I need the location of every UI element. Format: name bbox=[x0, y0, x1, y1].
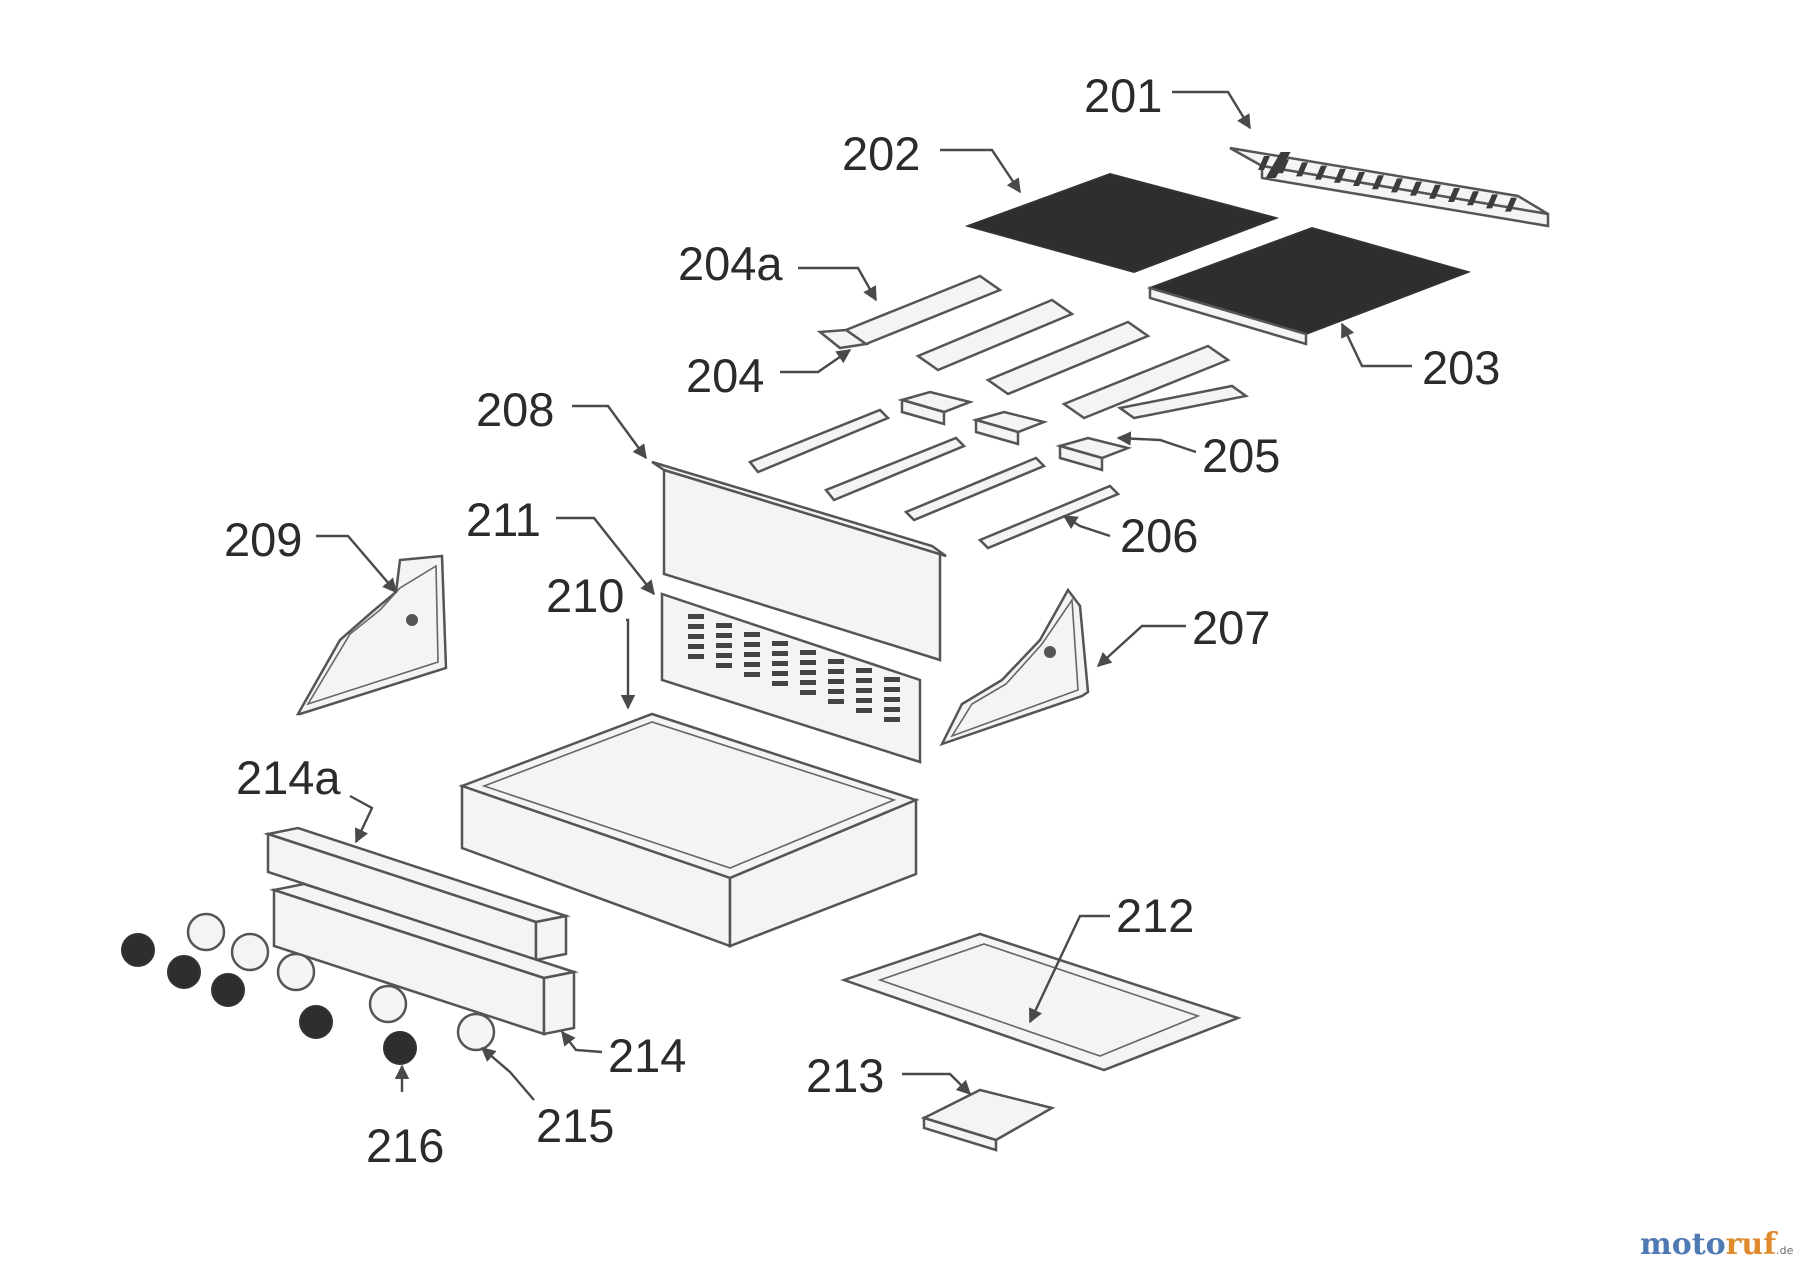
part-203-cooking-grate bbox=[1146, 226, 1472, 346]
label-214a: 214a bbox=[236, 751, 341, 804]
vent-slot bbox=[884, 697, 900, 702]
rack-slat bbox=[1429, 184, 1441, 199]
vent-slot bbox=[884, 717, 900, 722]
vent-slot bbox=[828, 659, 844, 664]
part-205-heat-shields bbox=[897, 390, 1133, 472]
watermark-part2: ruf bbox=[1726, 1227, 1779, 1262]
part-201-warming-rack bbox=[1229, 146, 1550, 228]
part-210-firebox bbox=[458, 712, 920, 948]
vent-slot bbox=[688, 644, 704, 649]
vent-slot bbox=[772, 671, 788, 676]
vent-slot bbox=[828, 669, 844, 674]
label-213: 213 bbox=[806, 1049, 884, 1102]
part-202-cooking-grate bbox=[964, 172, 1280, 274]
rack-slat bbox=[1258, 156, 1270, 170]
vent-slot bbox=[688, 624, 704, 629]
vent-slot bbox=[744, 632, 760, 637]
vent-slot bbox=[884, 707, 900, 712]
part-212-grease-tray bbox=[840, 932, 1242, 1072]
label-210: 210 bbox=[546, 569, 624, 622]
vent-slot bbox=[828, 689, 844, 694]
rack-slat bbox=[1296, 162, 1308, 177]
vent-slot bbox=[800, 680, 816, 685]
part-213-drip-cup bbox=[920, 1088, 1056, 1152]
vent-slot bbox=[688, 614, 704, 619]
part-208-rear-panel bbox=[651, 460, 947, 662]
label-203: 203 bbox=[1422, 341, 1500, 394]
label-204: 204 bbox=[686, 349, 764, 402]
rack-slats bbox=[1258, 156, 1517, 212]
watermark-logo: motoruf.de bbox=[1640, 1227, 1794, 1262]
rack-slat bbox=[1353, 172, 1365, 186]
rack-slat bbox=[1391, 178, 1403, 193]
label-206: 206 bbox=[1120, 509, 1198, 562]
vent-slot bbox=[800, 650, 816, 655]
vent-slot bbox=[744, 672, 760, 677]
vent-slot bbox=[800, 670, 816, 675]
part-labels: 201 202 203 204a 204 205 206 207 208 209… bbox=[224, 69, 1500, 1172]
vent-slot bbox=[856, 708, 872, 713]
label-209: 209 bbox=[224, 513, 302, 566]
vent-slot bbox=[828, 679, 844, 684]
rack-slat bbox=[1315, 165, 1327, 180]
part-209-left-side-panel bbox=[295, 554, 448, 716]
watermark-suffix: .de bbox=[1776, 1244, 1793, 1257]
label-207: 207 bbox=[1192, 601, 1270, 654]
vent-slot bbox=[856, 698, 872, 703]
part-211-vented-panel bbox=[660, 592, 922, 764]
vent-slot bbox=[744, 662, 760, 667]
vent-slot bbox=[716, 623, 732, 628]
label-208: 208 bbox=[476, 383, 554, 436]
vent-slot bbox=[716, 653, 732, 658]
vent-slot bbox=[716, 633, 732, 638]
vent-slot bbox=[772, 641, 788, 646]
svg-text:motoruf.de: motoruf.de bbox=[1640, 1227, 1794, 1262]
vent-slot bbox=[688, 634, 704, 639]
part-214-control-panel bbox=[269, 882, 579, 1036]
rack-slat bbox=[1410, 181, 1422, 196]
rack-slat bbox=[1448, 188, 1460, 202]
rack-slat bbox=[1372, 175, 1384, 190]
rack-slat bbox=[1486, 194, 1498, 209]
vent-slot bbox=[828, 699, 844, 704]
part-204-flavorizer-bars bbox=[816, 274, 1250, 420]
vent-slot bbox=[856, 688, 872, 693]
vent-slot bbox=[772, 681, 788, 686]
part-214a-control-panel bbox=[263, 826, 571, 962]
vent-slot bbox=[716, 663, 732, 668]
part-215-bezels bbox=[186, 912, 496, 1052]
watermark-part1: moto bbox=[1640, 1227, 1726, 1262]
vent-slot bbox=[716, 643, 732, 648]
vent-slot bbox=[884, 677, 900, 682]
label-205: 205 bbox=[1202, 429, 1280, 482]
label-202: 202 bbox=[842, 127, 920, 180]
vent-slot bbox=[800, 660, 816, 665]
vent-slot bbox=[688, 654, 704, 659]
label-212: 212 bbox=[1116, 889, 1194, 942]
label-214: 214 bbox=[608, 1029, 686, 1082]
vent-slot bbox=[744, 652, 760, 657]
vent-slot bbox=[772, 651, 788, 656]
vent-slots bbox=[688, 614, 900, 722]
rack-slat bbox=[1277, 159, 1289, 174]
vent-slot bbox=[800, 690, 816, 695]
rack-slat bbox=[1334, 168, 1346, 183]
label-215: 215 bbox=[536, 1099, 614, 1152]
part-206-burner-tubes bbox=[747, 408, 1121, 550]
label-204a: 204a bbox=[678, 237, 783, 290]
leader-lines bbox=[316, 90, 1412, 1101]
vent-slot bbox=[856, 668, 872, 673]
rack-slat bbox=[1467, 191, 1479, 206]
label-211: 211 bbox=[466, 493, 541, 546]
vent-slot bbox=[856, 678, 872, 683]
label-201: 201 bbox=[1084, 69, 1162, 122]
label-216: 216 bbox=[366, 1119, 444, 1172]
rack-slat bbox=[1505, 197, 1517, 212]
vent-slot bbox=[744, 642, 760, 647]
vent-slot bbox=[884, 687, 900, 692]
part-216-knobs bbox=[121, 933, 417, 1065]
part-207-right-side-panel bbox=[939, 587, 1090, 747]
vent-slot bbox=[772, 661, 788, 666]
